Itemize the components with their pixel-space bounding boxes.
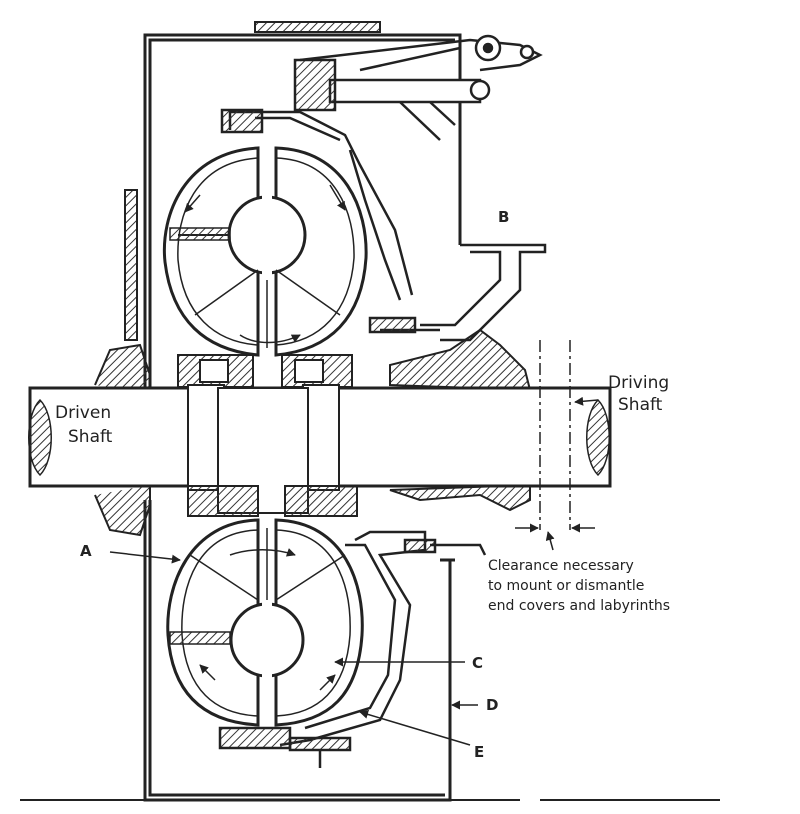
lower-hub xyxy=(187,485,358,517)
inlet-pipe-b xyxy=(368,243,547,342)
label-b: B xyxy=(498,208,509,226)
clearance-dimension xyxy=(515,340,595,551)
driving-shaft-label-line1: Driving xyxy=(608,373,669,393)
upper-hub xyxy=(177,354,353,388)
leader-lines xyxy=(109,396,599,746)
label-d: D xyxy=(486,696,498,714)
upper-torus xyxy=(162,146,368,357)
clearance-note: Clearance necessary to mount or dismantl… xyxy=(488,558,670,614)
driven-shaft-label-line1: Driven xyxy=(55,403,111,423)
driven-shaft-label: Driven Shaft xyxy=(55,403,117,447)
label-c: C xyxy=(472,654,483,672)
clearance-note-line3: end covers and labyrinths xyxy=(488,598,670,614)
lower-torus xyxy=(166,518,364,727)
clearance-note-line1: Clearance necessary xyxy=(488,558,634,574)
clearance-note-line2: to mount or dismantle xyxy=(488,578,644,594)
upper-casing-sweep xyxy=(220,108,414,301)
left-bearing-housing xyxy=(94,189,151,537)
label-a: A xyxy=(80,542,92,560)
label-e: E xyxy=(474,743,484,761)
driven-shaft-label-line2: Shaft xyxy=(68,427,113,447)
driving-shaft-label: Driving Shaft xyxy=(608,373,675,415)
top-cover-plate xyxy=(254,21,381,33)
driving-shaft-label-line2: Shaft xyxy=(618,395,663,415)
scoop-lever-mechanism xyxy=(293,34,543,141)
